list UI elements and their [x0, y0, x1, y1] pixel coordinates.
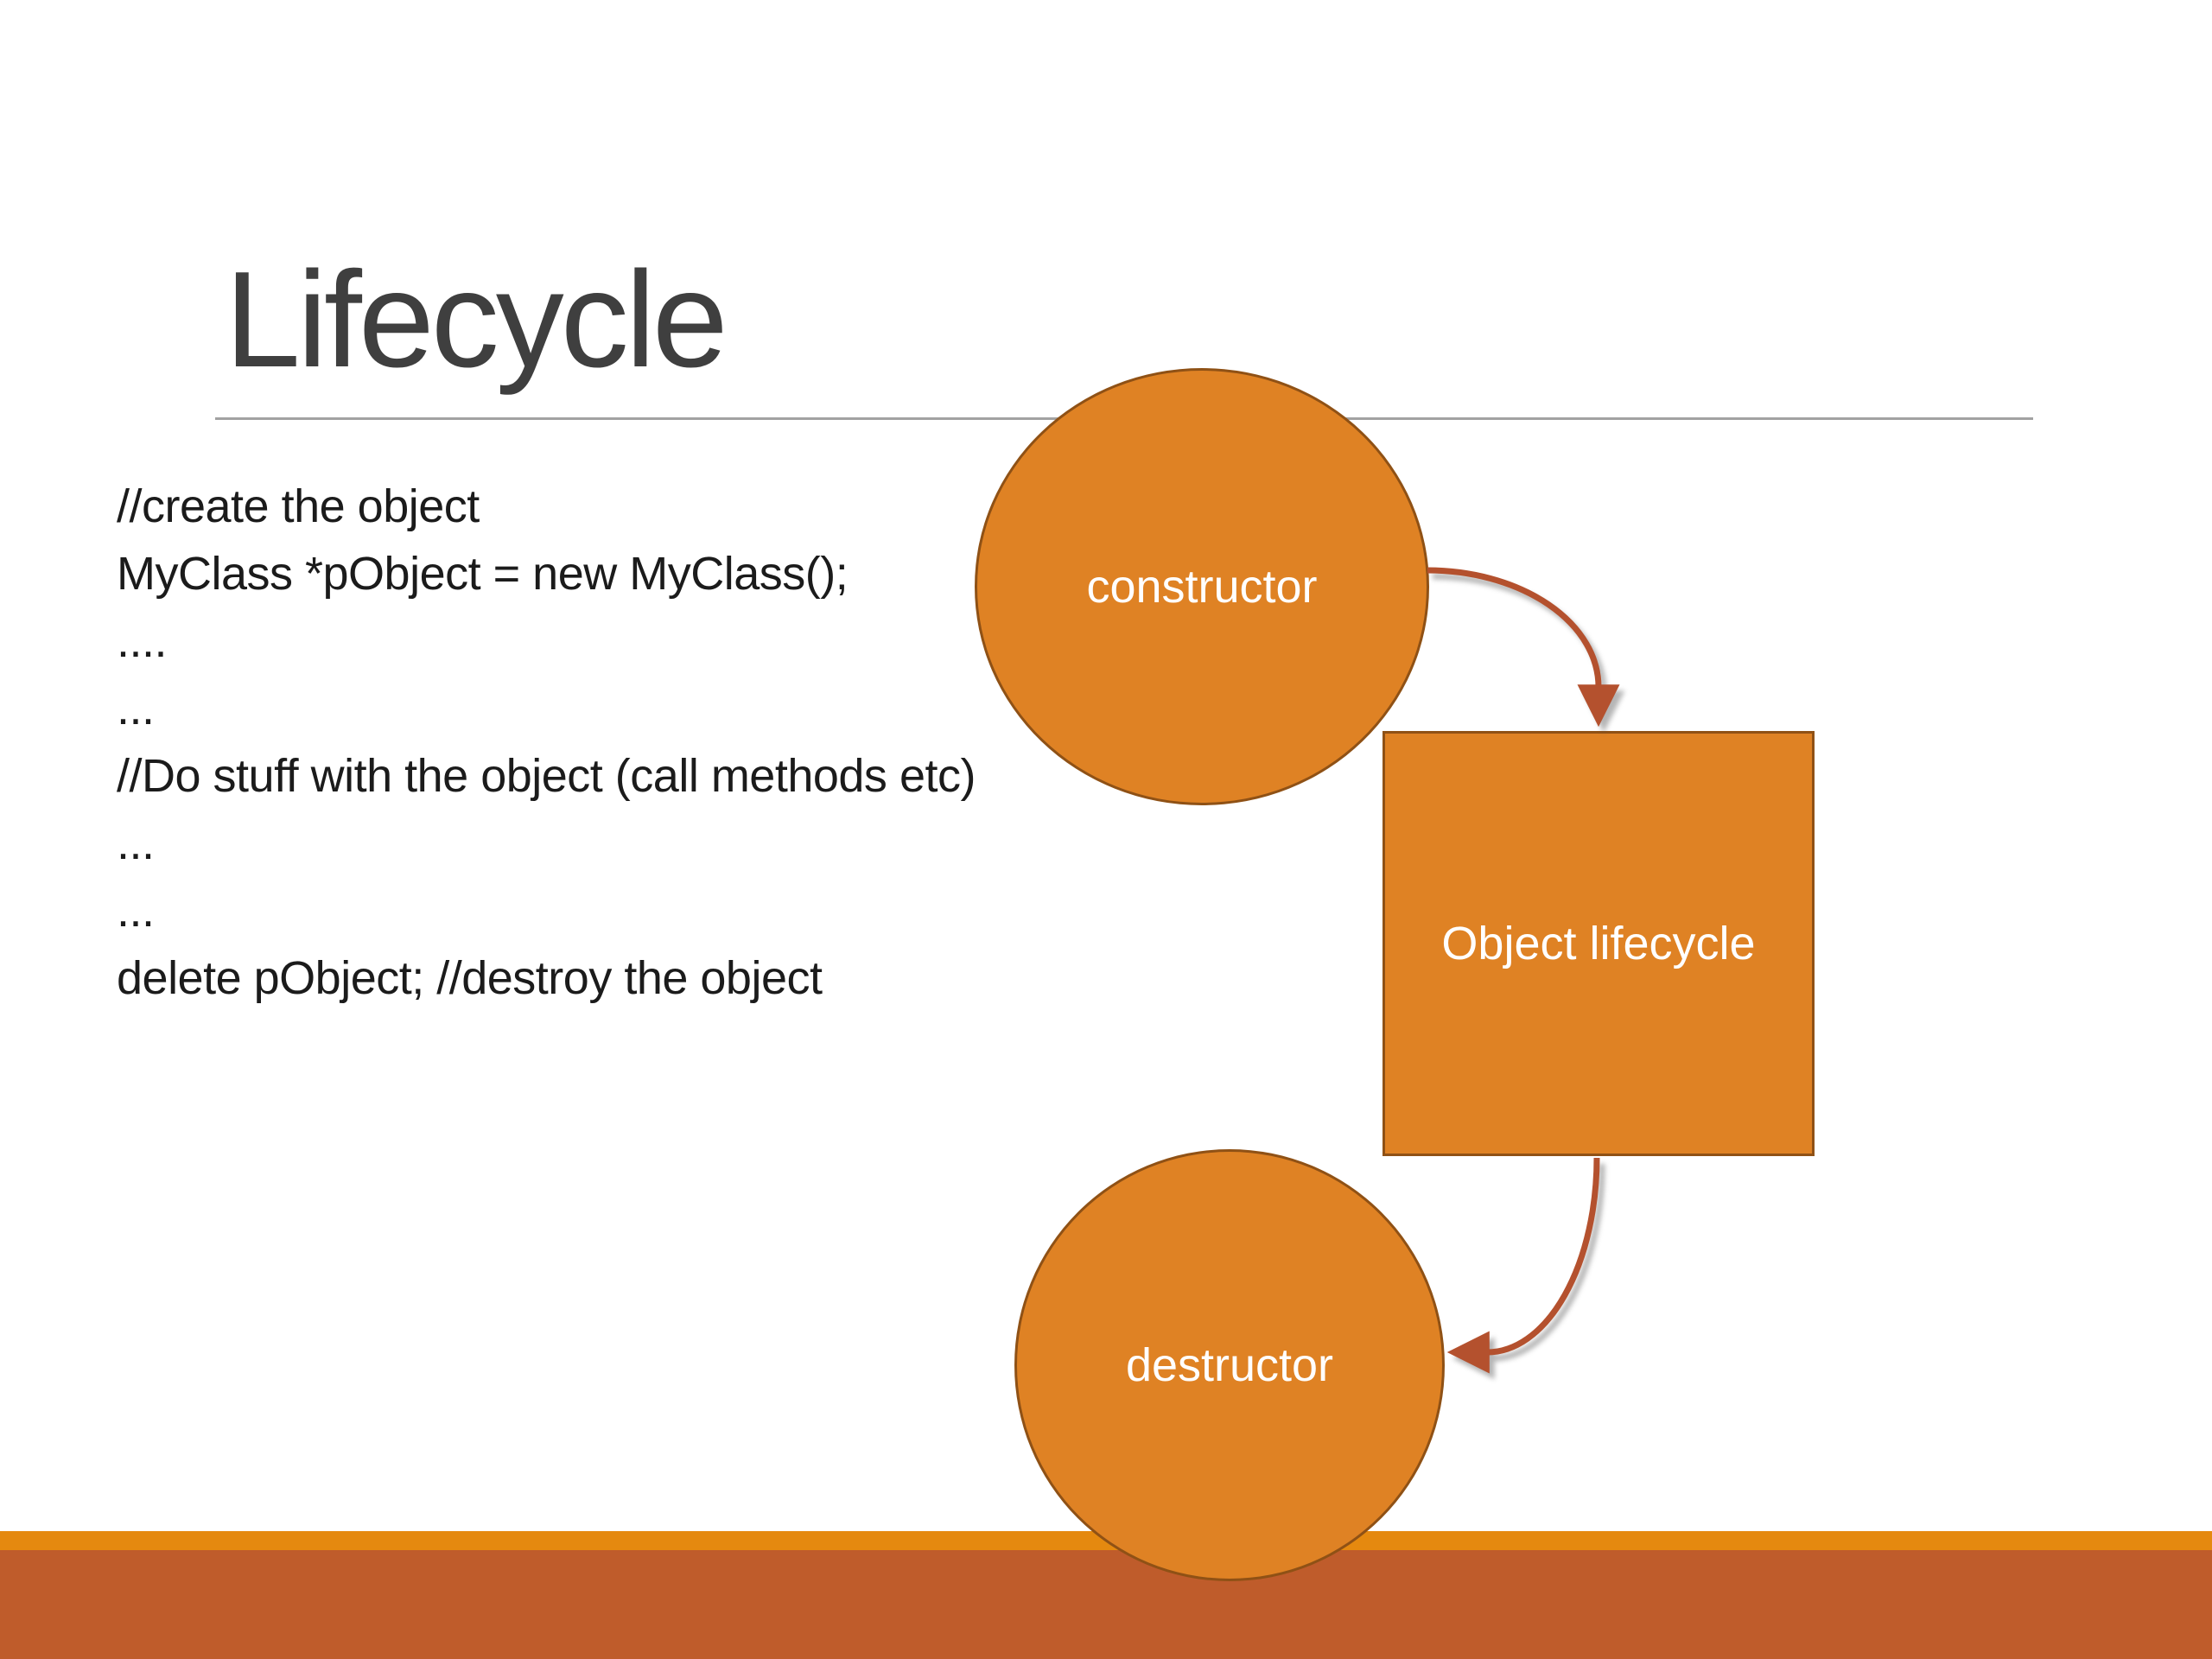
- code-line: MyClass *pObject = new MyClass();: [117, 548, 849, 600]
- code-line: ...: [117, 817, 155, 869]
- code-line: //create the object: [117, 480, 480, 532]
- code-line: ...: [117, 683, 155, 734]
- code-line: ....: [117, 615, 168, 667]
- destructor-label: destructor: [1125, 1339, 1334, 1391]
- code-line: ...: [117, 885, 155, 937]
- code-block: //create the object MyClass *pObject = n…: [117, 473, 1067, 1012]
- constructor-ellipse: constructor: [975, 368, 1429, 805]
- object-lifecycle-square: Object lifecycle: [1382, 731, 1815, 1156]
- page-title: Lifecycle: [225, 244, 728, 396]
- code-line: delete pObject; //destroy the object: [117, 952, 823, 1004]
- arrow-constructor-to-lifecycle: [1427, 567, 1620, 728]
- footer-band: [0, 1550, 2212, 1659]
- object-lifecycle-label: Object lifecycle: [1441, 918, 1756, 969]
- code-line: //Do stuff with the object (call methods…: [117, 750, 976, 802]
- arrow-lifecycle-to-destructor: [1446, 1157, 1600, 1374]
- destructor-ellipse: destructor: [1014, 1149, 1445, 1581]
- constructor-label: constructor: [1086, 561, 1318, 613]
